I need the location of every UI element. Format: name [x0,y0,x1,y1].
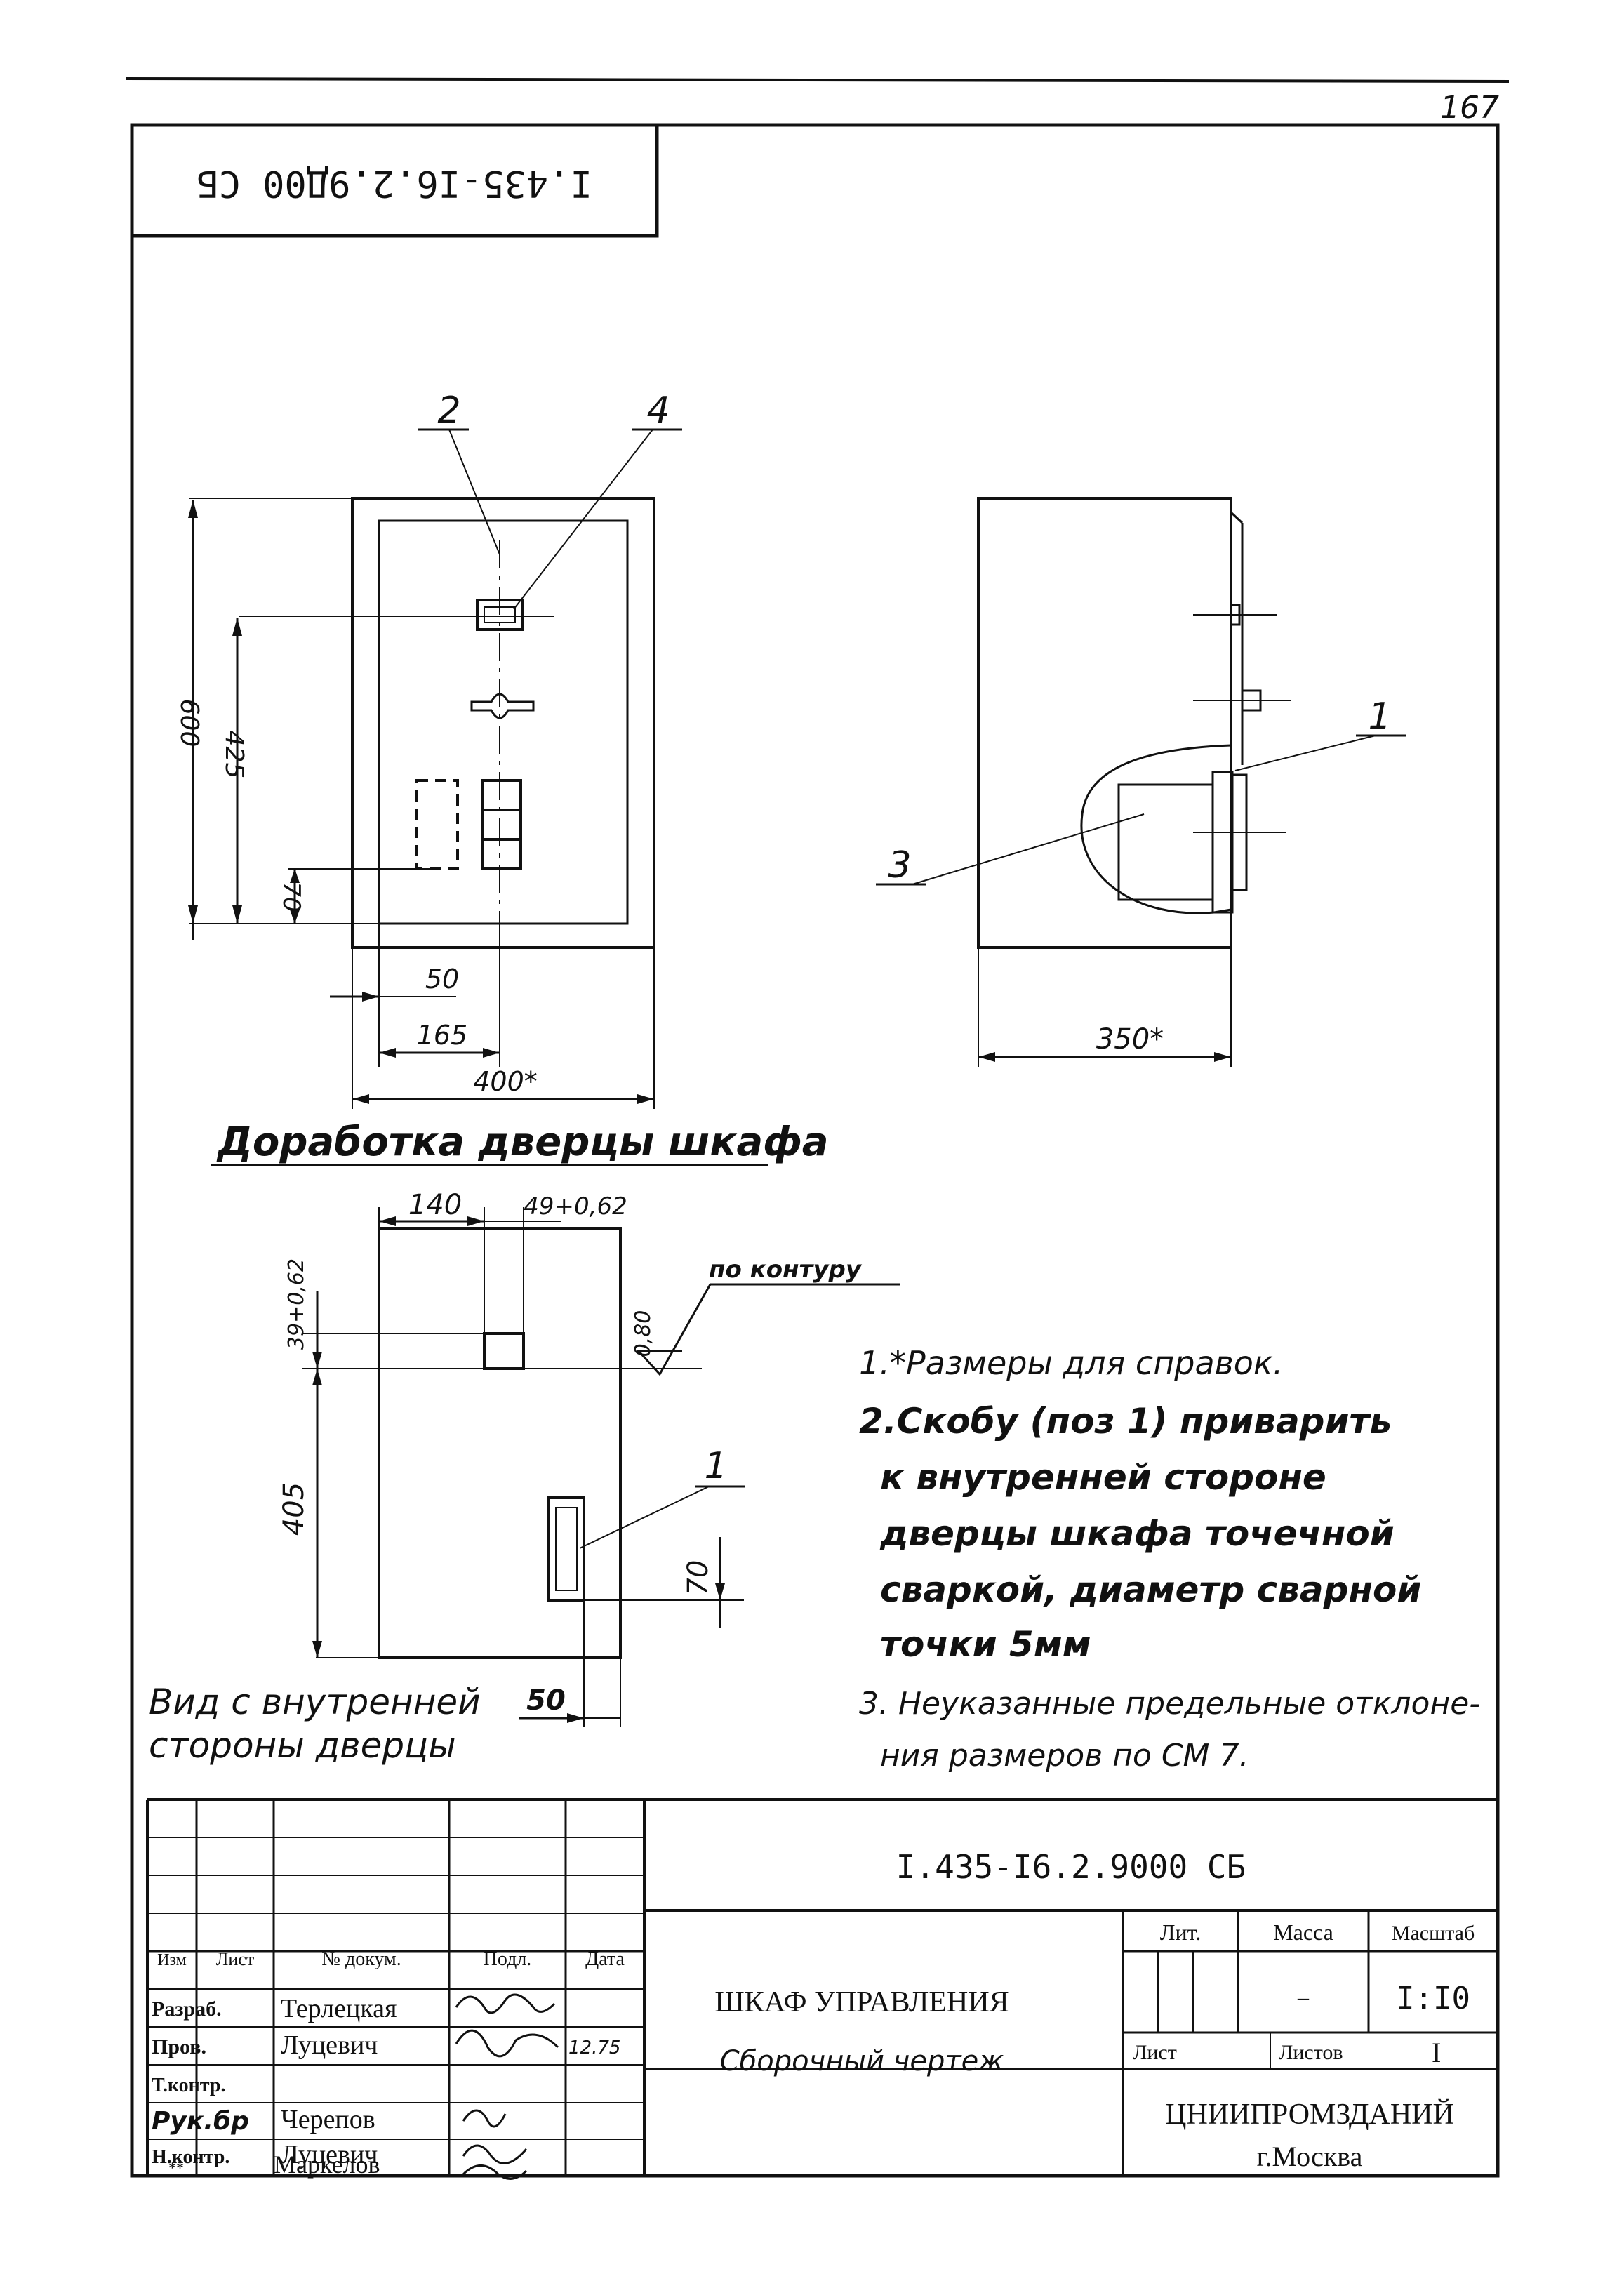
role-head: Рук.бр [152,2107,249,2136]
dim-405: 405 [278,1482,310,1536]
dim-350: 350* [1096,1023,1164,1056]
dim-70: 70 [277,882,305,912]
lit-label: Лит. [1160,1920,1201,1945]
role-norm-control: Н.контр. [152,2146,229,2168]
role-developer: Разраб. [152,1997,222,2021]
sheets-value: I [1432,2037,1441,2068]
leader-label-1-side: 1 [1368,696,1391,738]
note-2-line3: дверцы шкафа точечной [879,1513,1395,1554]
mass-label: Масса [1273,1920,1333,1945]
front-view [189,428,682,1109]
name-approved: Маркелов [274,2150,380,2179]
note-2-line4: сваркой, диаметр сварной [880,1569,1421,1610]
top-rule [126,77,1510,83]
drawing-frame [130,123,1500,2178]
title-block [146,1798,1498,2176]
dim-400: 400* [473,1066,538,1097]
leader-label-4: 4 [646,390,670,432]
dim-39: 39+0,62 [284,1258,309,1350]
city: г.Москва [1257,2141,1363,2172]
caption-inner-view-2: стороны дверцы [149,1725,456,1766]
note-2-line1: 2.Скобу (поз 1) приварить [859,1401,1392,1442]
notes: 1.*Размеры для справок. 2.Скобу (поз 1) … [859,1344,1480,1774]
side-view [876,497,1406,1067]
role-checker: Пров. [152,2035,206,2058]
caption-inner-view-1: Вид с внутренней [149,1682,481,1722]
dim-50: 50 [425,964,459,995]
name-norm-control: Луцевич [281,2140,378,2169]
drawing-title: ШКАФ УПРАВЛЕНИЯ [714,1986,1009,2018]
side-view-arrows [978,1052,1231,1062]
mass-value: – [1297,1984,1310,2009]
name-head: Черепов [281,2105,375,2134]
col-sign: Подл. [484,1948,532,1970]
organization: ЦНИИПРОМЗДАНИЙ [1165,2099,1454,2131]
role-tech-control: Т.контр. [152,2075,225,2096]
page-number: 167 [1440,90,1499,126]
inner-view-arrows [312,1216,725,1723]
date-value: 12.75 [568,2037,620,2058]
col-list: Лист [216,1949,254,1969]
caption-door-modification: Доработка дверцы шкафа [216,1119,829,1165]
inner-view [302,1207,900,1727]
name-developer: Терлецкая [281,1994,397,2023]
dim-425: 425 [220,731,248,779]
dim-50-inner: 50 [526,1684,566,1717]
sheets-label: Листов [1279,2041,1343,2064]
dim-70-inner: 70 [682,1560,714,1596]
leader-label-1-inner: 1 [704,1445,727,1487]
col-date: Дата [585,1948,625,1970]
role-approved: ** [168,2159,184,2176]
dim-165: 165 [417,1020,468,1051]
leader-label-3: 3 [888,844,911,886]
note-3-line1: 3. Неуказанные предельные отклоне- [859,1686,1480,1722]
signatures [455,1993,559,2180]
drawing-subtitle: Сборочный чертеж [720,2045,1004,2077]
col-izm: Изм [157,1951,187,1969]
rotated-code-box: I.435-I6.2.9Д00 СБ [130,123,659,238]
contour-label: по контуру [709,1256,863,1284]
scale-label: Масштаб [1392,1922,1475,1945]
sheet-label: Лист [1133,2041,1177,2064]
note-3-line2: ния размеров по СМ 7. [880,1738,1249,1774]
dim-600: 600 [175,699,204,747]
dim-49: 49+0,62 [524,1192,627,1221]
scale-value: I:I0 [1396,1981,1470,2016]
col-doc: № докум. [321,1948,401,1970]
leader-label-2: 2 [437,390,460,432]
dim-140: 140 [408,1189,462,1221]
rotated-code: I.435-I6.2.9Д00 СБ [197,162,592,204]
note-1: 1.*Размеры для справок. [859,1344,1283,1382]
note-2-line2: к внутренней стороне [880,1457,1326,1498]
roughness-value: 0,80 [631,1310,655,1357]
front-view-arrows [188,500,654,1104]
note-2-line5: точки 5мм [880,1624,1091,1665]
name-checker: Луцевич [281,2030,378,2060]
title-block-code: I.435-I6.2.9000 СБ [896,1848,1246,1886]
